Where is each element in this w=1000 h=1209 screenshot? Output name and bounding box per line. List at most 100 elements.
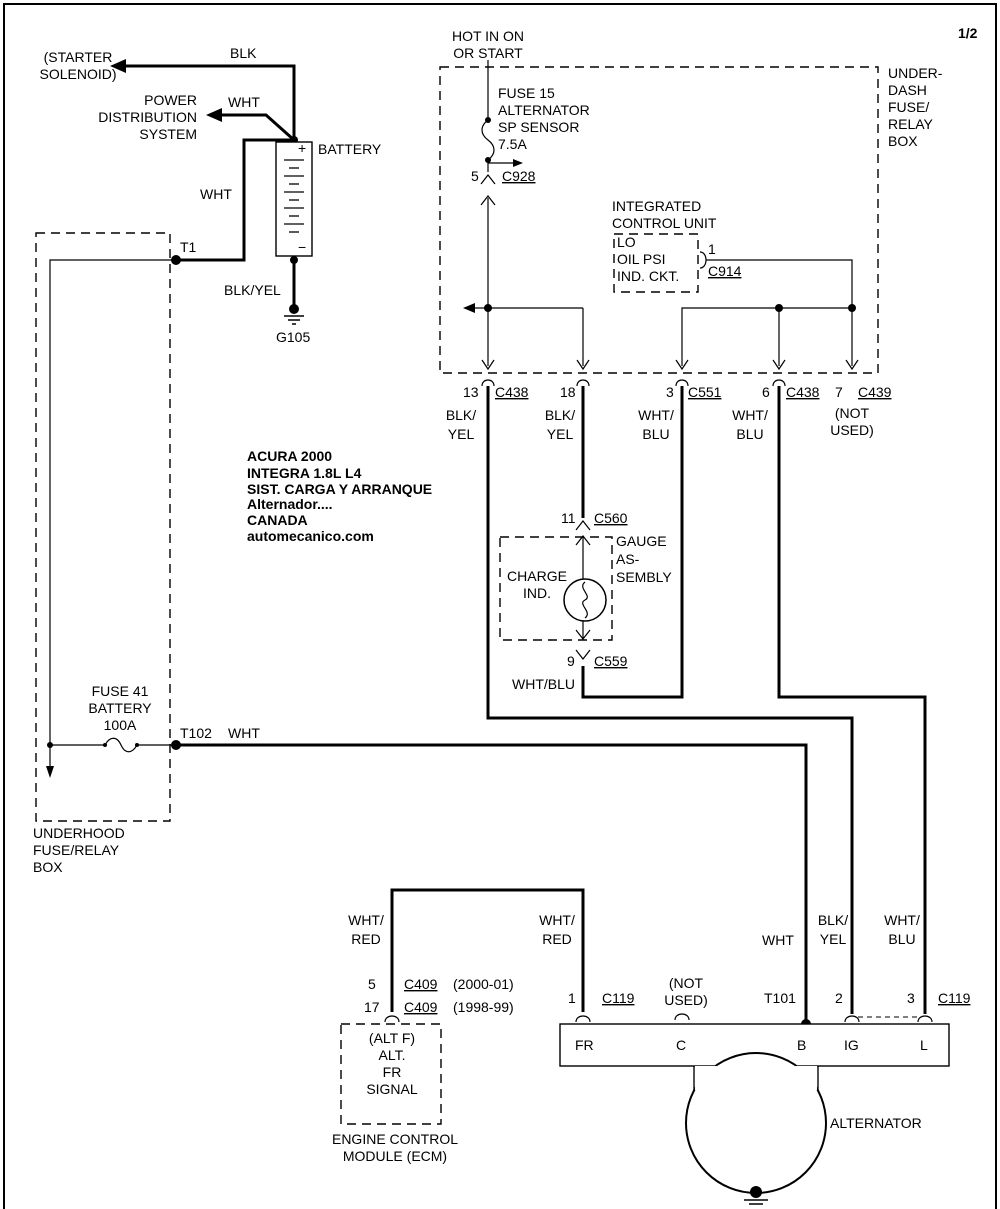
alternator-ground-icon [744,1199,768,1205]
c928-pin: 5 [471,168,479,184]
blk-wire-label: BLK [230,45,257,61]
wire-blk-starter [122,64,296,140]
arrow-starter [110,59,126,73]
system: SIST. CARGA Y ARRANQUE [247,481,432,497]
ground-icon [284,315,304,325]
internal-bus [49,259,176,768]
conn-18-wire: BLK/YEL [545,407,575,442]
c409-label-a: C409 [404,976,438,992]
c928-label: C928 [502,168,536,184]
c409-connector [384,1015,400,1023]
component: Alternador.... [247,496,333,512]
terminal-ig: IG [844,1037,859,1053]
arrow-pds [206,108,222,122]
wire-wht-blu-gauge [581,386,684,699]
terminal-l: L [920,1037,928,1053]
conn-3-wire: WHT/BLU [638,407,674,442]
connector-socket [481,379,495,387]
connector-socket [576,379,590,387]
conn-13-name: C438 [495,384,529,400]
alternator-ground-node [750,1186,762,1198]
pin-2: 2 [835,990,843,1006]
c560-label: C560 [594,510,628,526]
t102-wire-label: WHT [228,725,260,741]
wire-wht-blu-l [777,386,927,1014]
c914-connector [699,251,707,269]
conn-3-pin: 3 [666,384,674,400]
battery-plus-sign: + [298,140,306,156]
ground-label: G105 [276,329,310,345]
ground-node [289,304,299,314]
t101-label: T101 [764,990,796,1006]
connector-chevron [675,359,689,371]
model: INTEGRA 1.8L L4 [247,465,362,481]
wire-blk-yel-ig [486,386,854,1014]
c914-pin: 1 [708,241,716,257]
c409-label-b: C409 [404,999,438,1015]
blk-yel-label: BLK/YEL [224,282,281,298]
conn-13-wire: BLK/YEL [446,407,476,442]
c914-label: C914 [708,263,742,279]
c119-pin-1: 1 [568,990,576,1006]
l-wire-label: WHT/BLU [884,912,920,947]
wht-red-left-label: WHT/RED [348,912,384,947]
battery-label: BATTERY [318,141,382,157]
terminal-c: C [676,1037,686,1053]
c119-label-b: C119 [938,990,971,1006]
connector-chevron [845,359,859,371]
fuse-41-icon [104,737,138,753]
connector-chevron [481,359,495,371]
ecm-box [340,1023,442,1125]
c560-pin: 11 [561,510,576,526]
wht-red-right-label: WHT/RED [539,912,575,947]
connector-socket [772,379,786,387]
alternator-label: ALTERNATOR [830,1115,922,1131]
conn-13-pin: 13 [463,384,479,400]
terminal-fr: FR [575,1037,594,1053]
t102-label: T102 [180,725,212,741]
conn-18-pin: 18 [560,384,576,400]
pin-3: 3 [907,990,915,1006]
c409-years-b: (1998-99) [453,999,514,1015]
conn-7-pin: 7 [835,384,843,400]
conn-3-name: C551 [688,384,722,400]
market: CANADA [247,512,308,528]
c559-pin: 9 [567,653,575,669]
c409-pin-a: 5 [368,976,376,992]
icu-box [613,233,699,293]
battery-minus-sign: − [298,239,306,255]
gauge-box [499,536,613,641]
connector-row: 13 C438 BLK/YEL 18 BLK/YEL 3 C551 WHT/BL… [446,359,892,442]
lower-section: WHT/RED WHT/RED 5 C409 (2000-01) 17 C409… [332,888,971,1205]
underhood-box-outline [35,232,171,822]
conn-6-name: C438 [786,384,820,400]
wire-wht-red-fr [390,888,585,1012]
conn-7-name: C439 [858,384,892,400]
connector-chevron [576,359,590,371]
terminal-b: B [797,1037,806,1053]
wht-wire-label-2: WHT [200,186,232,202]
website: automecanico.com [247,528,374,544]
title-block: ACURA 2000 INTEGRA 1.8L L4 SIST. CARGA Y… [247,448,432,544]
connector-chevron [772,359,786,371]
b-wire-label: WHT [762,932,794,948]
ig-wire-label: BLK/YEL [818,912,848,947]
conn-6-wire: WHT/BLU [732,407,768,442]
conn-6-pin: 6 [762,384,770,400]
